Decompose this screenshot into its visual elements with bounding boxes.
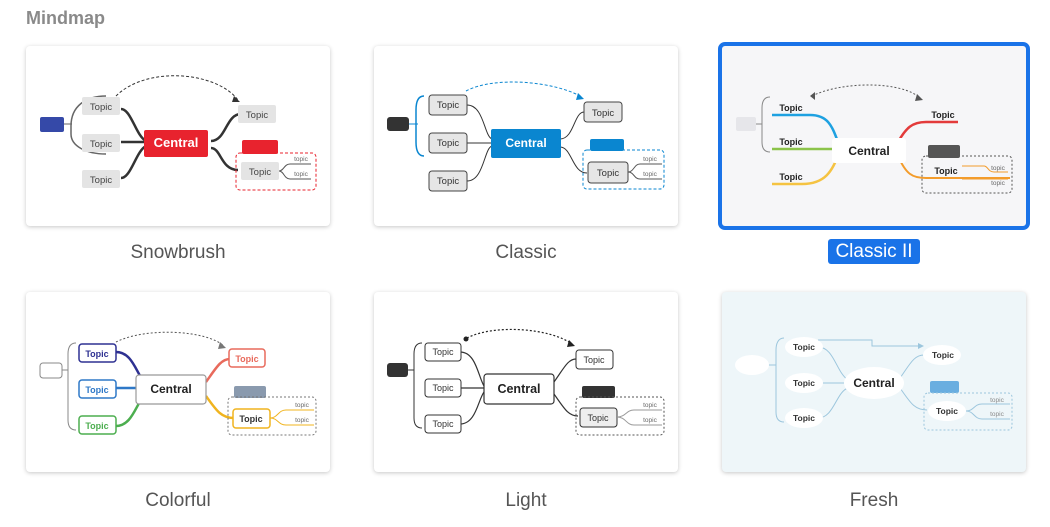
classic-topic-4: Topic bbox=[592, 108, 614, 119]
fresh-subtopic-1: topic bbox=[990, 397, 1004, 404]
colorful-topic-2: Topic bbox=[85, 385, 108, 395]
fresh-topic-5: Topic bbox=[936, 406, 958, 416]
light-topic-5: Topic bbox=[587, 413, 609, 423]
selected-badge: Classic II bbox=[828, 239, 920, 264]
classic-ii-subtopic-2: topic bbox=[991, 180, 1005, 187]
theme-card-light[interactable]: Topic Topic Topic Central Topic Topic to… bbox=[374, 292, 678, 472]
snowbrush-topic-2: Topic bbox=[90, 139, 112, 150]
classic-topic-1: Topic bbox=[437, 100, 459, 111]
classic-subtopic-2: topic bbox=[643, 171, 657, 178]
light-subtopic-1: topic bbox=[643, 402, 657, 409]
snowbrush-subtopic-1: topic bbox=[294, 156, 308, 163]
snowbrush-subtopic-2: topic bbox=[294, 171, 308, 178]
snowbrush-preview: Topic Topic Topic Central Topic Topic to… bbox=[40, 75, 317, 191]
classic-ii-subtopic-1: topic bbox=[991, 165, 1005, 172]
colorful-subtopic-1: topic bbox=[295, 402, 309, 409]
theme-label-snowbrush[interactable]: Snowbrush bbox=[130, 242, 226, 263]
fresh-topic-3: Topic bbox=[793, 413, 815, 423]
classic-ii-topic-3: Topic bbox=[779, 172, 802, 182]
classic-ii-topic-1: Topic bbox=[779, 103, 802, 113]
classic-topic-5: Topic bbox=[597, 168, 619, 179]
light-preview: Topic Topic Topic Central Topic Topic to… bbox=[387, 328, 665, 436]
light-topic-4: Topic bbox=[583, 355, 605, 365]
fresh-preview: Topic Topic Topic Central Topic Topic to… bbox=[735, 337, 1013, 431]
classic-central: Central bbox=[505, 136, 546, 150]
classic-topic-2: Topic bbox=[437, 138, 459, 149]
light-topic-1: Topic bbox=[432, 347, 454, 357]
fresh-topic-2: Topic bbox=[793, 378, 815, 388]
snowbrush-topic-1: Topic bbox=[90, 102, 112, 113]
theme-card-classic-ii[interactable]: Topic Topic Topic Central Topic Topic to… bbox=[718, 42, 1030, 230]
classic-ii-preview: Topic Topic Topic Central Topic Topic to… bbox=[736, 84, 1013, 194]
classic-ii-central: Central bbox=[848, 144, 889, 158]
theme-label-colorful[interactable]: Colorful bbox=[145, 490, 211, 511]
section-title: Mindmap bbox=[26, 8, 105, 28]
snowbrush-central: Central bbox=[154, 135, 199, 150]
light-central: Central bbox=[497, 382, 540, 396]
classic-preview: Topic Topic Topic Central Topic Topic to… bbox=[387, 81, 665, 192]
colorful-topic-3: Topic bbox=[85, 421, 108, 431]
colorful-topic-1: Topic bbox=[85, 349, 108, 359]
light-topic-2: Topic bbox=[432, 383, 454, 393]
colorful-topic-4: Topic bbox=[235, 354, 258, 364]
classic-subtopic-1: topic bbox=[643, 156, 657, 163]
theme-label-fresh[interactable]: Fresh bbox=[849, 490, 899, 511]
snowbrush-topic-4: Topic bbox=[246, 110, 268, 121]
snowbrush-topic-5: Topic bbox=[249, 167, 271, 178]
light-subtopic-2: topic bbox=[643, 417, 657, 424]
classic-ii-topic-4: Topic bbox=[931, 110, 954, 120]
colorful-subtopic-2: topic bbox=[295, 417, 309, 424]
snowbrush-topic-3: Topic bbox=[90, 175, 112, 186]
theme-label-classic-ii[interactable]: Classic II bbox=[774, 239, 974, 264]
theme-label-classic[interactable]: Classic bbox=[495, 242, 557, 263]
fresh-topic-4: Topic bbox=[932, 350, 954, 360]
fresh-topic-1: Topic bbox=[793, 342, 815, 352]
theme-card-fresh[interactable]: Topic Topic Topic Central Topic Topic to… bbox=[722, 292, 1026, 472]
fresh-central: Central bbox=[853, 376, 894, 390]
colorful-central: Central bbox=[150, 382, 191, 396]
classic-topic-3: Topic bbox=[437, 176, 459, 187]
colorful-preview: Topic Topic Topic Central Topic Topic to… bbox=[39, 331, 317, 436]
colorful-topic-5: Topic bbox=[239, 414, 262, 424]
fresh-subtopic-2: topic bbox=[990, 411, 1004, 418]
classic-ii-topic-2: Topic bbox=[779, 137, 802, 147]
classic-ii-topic-5: Topic bbox=[934, 166, 957, 176]
theme-card-colorful[interactable]: Topic Topic Topic Central Topic Topic to… bbox=[26, 292, 330, 472]
theme-card-snowbrush[interactable]: Topic Topic Topic Central Topic Topic to… bbox=[26, 46, 330, 226]
theme-label-light[interactable]: Light bbox=[505, 490, 547, 511]
light-topic-3: Topic bbox=[432, 419, 454, 429]
theme-card-classic[interactable]: Topic Topic Topic Central Topic Topic to… bbox=[374, 46, 678, 226]
